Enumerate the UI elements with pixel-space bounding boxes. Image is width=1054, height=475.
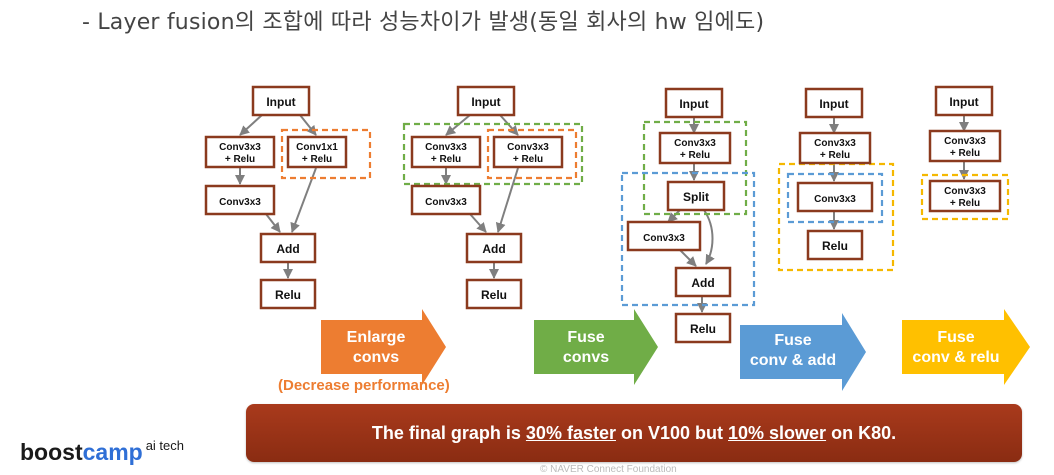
svg-text:+ Relu: + Relu (431, 154, 461, 165)
svg-text:Enlarge: Enlarge (347, 329, 406, 346)
graph-fused-conv-relu: Input Conv3x3 + Relu Conv3x3 + Relu (920, 85, 1010, 221)
svg-text:Conv3x3: Conv3x3 (814, 138, 856, 149)
node-relu: Relu (674, 312, 732, 344)
svg-text:+ Relu: + Relu (950, 198, 980, 209)
svg-text:Relu: Relu (822, 239, 848, 253)
group-green-2 (402, 122, 584, 186)
svg-text:+ Relu: + Relu (302, 154, 332, 165)
node-add: Add (465, 232, 523, 264)
group-blue-3 (620, 171, 756, 307)
node-conv3x3: Conv3x3 (626, 220, 702, 252)
svg-text:Conv3x3: Conv3x3 (674, 138, 716, 149)
node-conv3x3-relu: Conv3x3 + Relu (410, 135, 482, 169)
node-add: Add (259, 232, 317, 264)
node-split: Split (666, 180, 726, 212)
node-input: Input (664, 87, 724, 119)
node-input: Input (251, 85, 311, 117)
svg-text:Input: Input (949, 95, 978, 109)
svg-text:Input: Input (679, 97, 708, 111)
svg-text:+ Relu: + Relu (513, 154, 543, 165)
svg-text:Conv3x3: Conv3x3 (425, 197, 467, 208)
node-input: Input (456, 85, 516, 117)
svg-text:Conv3x3: Conv3x3 (643, 233, 685, 244)
svg-text:Conv1x1: Conv1x1 (296, 142, 338, 153)
footer-copyright: © NAVER Connect Foundation (540, 464, 677, 475)
node-conv3x3: Conv3x3 (204, 184, 276, 216)
node-conv3x3-relu: Conv3x3 + Relu (928, 129, 1002, 163)
banner-text-3: on K80. (826, 422, 897, 443)
node-conv3x3: Conv3x3 (796, 181, 874, 213)
svg-text:Conv3x3: Conv3x3 (944, 186, 986, 197)
graph-enlarged: Input Conv3x3 + Relu Conv3x3 + Relu Conv… (402, 85, 584, 310)
banner-text-1: The final graph is (371, 422, 526, 443)
node-conv3x3-relu: Conv3x3 + Relu (204, 135, 276, 169)
svg-text:Add: Add (482, 242, 505, 256)
logo-aitech: ai tech (145, 438, 185, 453)
node-input: Input (804, 87, 864, 119)
group-yellow-5 (920, 173, 1010, 221)
graph-fused-convs: Input Conv3x3 + Relu Split Conv3x3 Add R… (620, 87, 756, 344)
svg-text:Relu: Relu (690, 322, 716, 336)
svg-text:Input: Input (266, 95, 295, 109)
logo-camp: camp (82, 439, 143, 465)
svg-text:Conv3x3: Conv3x3 (507, 142, 549, 153)
svg-text:Split: Split (683, 190, 709, 204)
svg-text:Relu: Relu (275, 288, 301, 302)
svg-text:+ Relu: + Relu (820, 150, 850, 161)
arrow-fuse-conv-add: Fuse conv & add (740, 313, 866, 391)
svg-text:Relu: Relu (481, 288, 507, 302)
node-relu: Relu (259, 278, 317, 310)
arrow-enlarge-convs: Enlarge convs (321, 309, 446, 385)
node-relu: Relu (465, 278, 523, 310)
logo-boost: boost (20, 439, 83, 465)
svg-text:Input: Input (471, 95, 500, 109)
svg-text:convs: convs (353, 349, 399, 366)
slide-title: - Layer fusion의 조합에 따라 성능차이가 발생(동일 회사의 h… (82, 10, 765, 35)
svg-text:+ Relu: + Relu (225, 154, 255, 165)
node-conv3x3-relu: Conv3x3 + Relu (798, 131, 872, 165)
svg-text:Fuse: Fuse (774, 332, 811, 349)
svg-text:Conv3x3: Conv3x3 (814, 194, 856, 205)
node-add: Add (674, 266, 732, 298)
graph-fused-conv-add: Input Conv3x3 + Relu Conv3x3 Relu (777, 87, 895, 272)
decrease-performance-note: (Decrease performance) (278, 377, 450, 394)
graph-original: Input Conv3x3 + Relu Conv1x1 + Relu Conv… (204, 85, 372, 310)
banner-highlight-slower: 10% slower (728, 422, 827, 443)
svg-text:+ Relu: + Relu (950, 148, 980, 159)
arrow-fuse-conv-relu: Fuse conv & relu (902, 309, 1030, 385)
svg-text:Add: Add (276, 242, 299, 256)
svg-text:Conv3x3: Conv3x3 (219, 197, 261, 208)
svg-text:Add: Add (691, 276, 714, 290)
node-conv3x3-relu: Conv3x3 + Relu (658, 131, 732, 165)
banner-highlight-faster: 30% faster (525, 422, 616, 443)
arrow-fuse-convs: Fuse convs (534, 309, 658, 385)
node-conv3x3-relu-2: Conv3x3 + Relu (492, 135, 564, 169)
node-conv3x3-relu-fused: Conv3x3 + Relu (928, 179, 1002, 213)
svg-text:Fuse: Fuse (567, 329, 604, 346)
group-orange-1 (280, 128, 372, 180)
svg-text:Fuse: Fuse (937, 329, 974, 346)
conclusion-banner: The final graph is 30% faster on V100 bu… (246, 404, 1022, 462)
node-input: Input (934, 85, 994, 117)
group-orange-2 (486, 128, 578, 180)
svg-text:convs: convs (563, 349, 609, 366)
svg-text:conv & add: conv & add (750, 352, 836, 369)
svg-text:Input: Input (819, 97, 848, 111)
node-conv1x1-relu: Conv1x1 + Relu (286, 135, 348, 169)
svg-text:Conv3x3: Conv3x3 (425, 142, 467, 153)
svg-text:Conv3x3: Conv3x3 (944, 136, 986, 147)
svg-text:conv & relu: conv & relu (912, 349, 999, 366)
svg-text:Conv3x3: Conv3x3 (219, 142, 261, 153)
banner-text-2: on V100 but (615, 422, 729, 443)
node-relu: Relu (806, 229, 864, 261)
svg-text:+ Relu: + Relu (680, 150, 710, 161)
group-green-3 (642, 120, 748, 216)
group-blue-4 (786, 172, 884, 224)
node-conv3x3: Conv3x3 (410, 184, 482, 216)
